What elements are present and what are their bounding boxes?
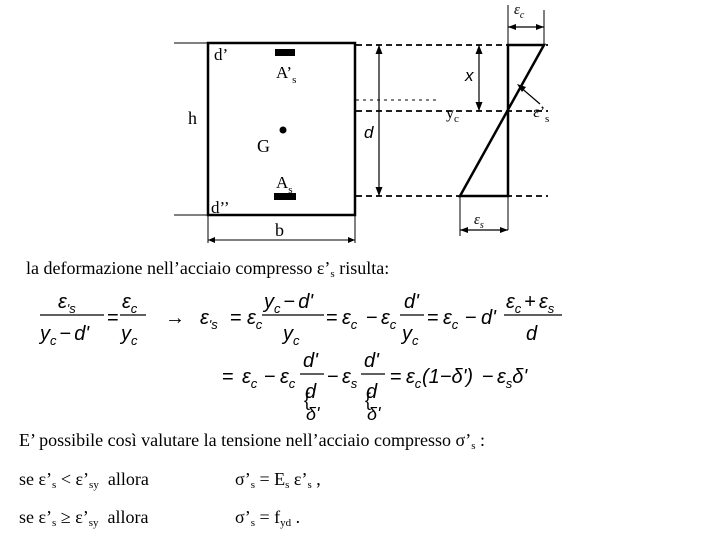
svg-text:εc: εc [443, 307, 459, 332]
label-d-prime: d’ [214, 45, 228, 64]
delta-prime-2: δ' [367, 404, 381, 424]
fraction-d-prime-over-d-1: d' d [300, 350, 324, 403]
case-1-result: σ’s = Es ε’s , [235, 469, 321, 491]
delta-prime-1: δ' [306, 404, 320, 424]
svg-text:−: − [465, 307, 477, 329]
svg-text:d: d [366, 381, 378, 403]
centroid-dot [279, 126, 287, 134]
one-minus-delta: (1−δ') [422, 366, 473, 388]
svg-text:d': d' [364, 350, 380, 372]
fraction-d-prime-over-d-2: d' d [361, 350, 385, 403]
label-d-double-prime: d’’ [211, 198, 230, 217]
eq-sign-1: = [107, 307, 119, 329]
svg-text:εc: εc [242, 366, 258, 391]
compressed-rebar [275, 49, 295, 56]
svg-text:εc: εc [342, 307, 358, 332]
svg-text:yc−d': yc−d' [38, 323, 90, 348]
svg-text:=: = [390, 366, 402, 388]
svg-text:εc: εc [381, 307, 397, 332]
formula-block: ε's yc−d' = εc yc → ε's = εc yc−d' yc = … [38, 291, 562, 424]
fraction-epsc-over-yc: εc yc [119, 291, 146, 348]
svg-text:εc: εc [280, 366, 296, 391]
case-2-result: σ’s = fyd . [235, 507, 301, 529]
svg-text:=: = [230, 307, 242, 329]
label-tensile-steel-area: As [276, 173, 293, 196]
text-deformation-intro: la deformazione nell’acciaio compresso ε… [26, 258, 390, 280]
fraction-yc-minus-d-over-yc: yc−d' yc [262, 291, 324, 348]
label-yc: yc [446, 105, 459, 125]
underbrace-2: { [365, 390, 371, 410]
tensile-rebar [274, 193, 296, 200]
label-x-dimension: x [464, 66, 474, 85]
case-2-condition: se ε’s ≥ ε’sy allora [19, 507, 149, 529]
svg-text:d': d' [404, 291, 420, 313]
svg-text:=: = [326, 307, 338, 329]
cross-section-rectangle [206, 41, 357, 217]
svg-text:d': d' [481, 307, 497, 329]
implies-arrow: → [165, 307, 185, 329]
fraction-epsc-plus-epss-over-d: εc+εs d [504, 291, 562, 345]
case-1-condition: se ε’s < ε’sy allora [19, 469, 149, 491]
label-compressed-steel-area: A’s [276, 63, 296, 86]
fraction-d-prime-over-yc: d' yc [400, 291, 424, 348]
fraction-eps-prime-over-yc-minus-d: ε's yc−d' [38, 291, 104, 348]
svg-text:yc: yc [119, 323, 138, 348]
label-eps-prime-s: ε’s [533, 104, 549, 125]
svg-text:−: − [327, 366, 339, 388]
label-h: h [188, 108, 197, 128]
svg-text:εc+εs: εc+εs [506, 291, 555, 316]
label-eps-s: εs [474, 212, 484, 231]
svg-text:−: − [482, 366, 494, 388]
label-eps-c: εc [514, 2, 525, 21]
svg-text:d': d' [303, 350, 319, 372]
lhs-eps-prime-s: ε's [200, 307, 218, 332]
svg-text:=: = [222, 366, 234, 388]
svg-text:εsδ': εsδ' [497, 366, 528, 391]
svg-text:εs: εs [342, 366, 358, 391]
svg-text:εc: εc [247, 307, 263, 332]
label-G: G [257, 136, 270, 156]
svg-text:=: = [427, 307, 439, 329]
svg-text:yc: yc [400, 323, 419, 348]
svg-text:ε's: ε's [58, 291, 76, 316]
svg-text:−: − [264, 366, 276, 388]
svg-text:d: d [305, 381, 317, 403]
text-stress-intro: E’ possibile così valutare la tensione n… [19, 430, 486, 452]
label-b: b [275, 220, 284, 240]
underbrace-1: { [304, 390, 310, 410]
svg-text:yc−d': yc−d' [262, 291, 314, 316]
label-d-dimension: d [364, 123, 374, 142]
svg-text:d: d [526, 323, 538, 345]
svg-text:−: − [366, 307, 378, 329]
svg-text:εc: εc [406, 366, 422, 391]
svg-text:yc: yc [281, 323, 300, 348]
svg-text:εc: εc [122, 291, 138, 316]
